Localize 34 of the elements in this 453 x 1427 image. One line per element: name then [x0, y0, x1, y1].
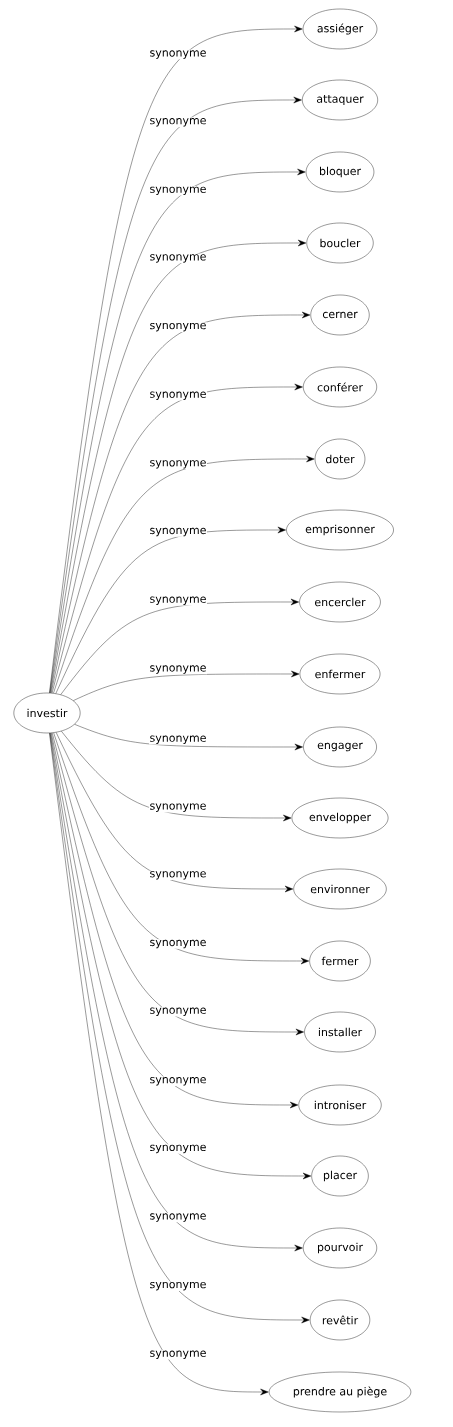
- edge-label: synonyme: [149, 253, 207, 264]
- arrow: [53, 732, 310, 965]
- edge-label: synonyme: [149, 391, 207, 401]
- edge-label: synonyme: [149, 939, 207, 949]
- edge-label: synonyme: [149, 1076, 207, 1086]
- edge-label: synonyme: [149, 186, 207, 196]
- edge-label: synonyme: [149, 1144, 207, 1154]
- edge-label: synonyme: [149, 596, 207, 606]
- edge-label: synonyme: [149, 1350, 207, 1360]
- edge-label: synonyme: [149, 802, 207, 813]
- arrow: [51, 732, 299, 1109]
- edge-label: synonyme: [149, 117, 207, 127]
- edge-label: synonyme: [149, 1212, 207, 1223]
- arrow: [52, 732, 304, 1036]
- arrow: [55, 732, 294, 893]
- edge-label: synonyme: [149, 322, 207, 332]
- arrow: [51, 311, 311, 694]
- edge-label: synonyme: [149, 664, 207, 675]
- arrow: [60, 598, 299, 695]
- arrow: [55, 526, 286, 694]
- edge-label: synonyme: [149, 527, 207, 537]
- arrow: [53, 455, 315, 694]
- edge-label: synonyme: [149, 735, 207, 745]
- arrow: [51, 383, 303, 694]
- edge-label: synonyme: [149, 870, 207, 881]
- edge-label: synonyme: [149, 49, 207, 60]
- edge-label: synonyme: [149, 1281, 207, 1291]
- arrow: [50, 732, 312, 1180]
- arrow: [49, 732, 269, 1396]
- arrow: [73, 670, 300, 701]
- arrow: [74, 724, 303, 751]
- arrow: [61, 731, 292, 822]
- edge-label: synonyme: [149, 459, 207, 470]
- edge-label: synonyme: [149, 1007, 207, 1017]
